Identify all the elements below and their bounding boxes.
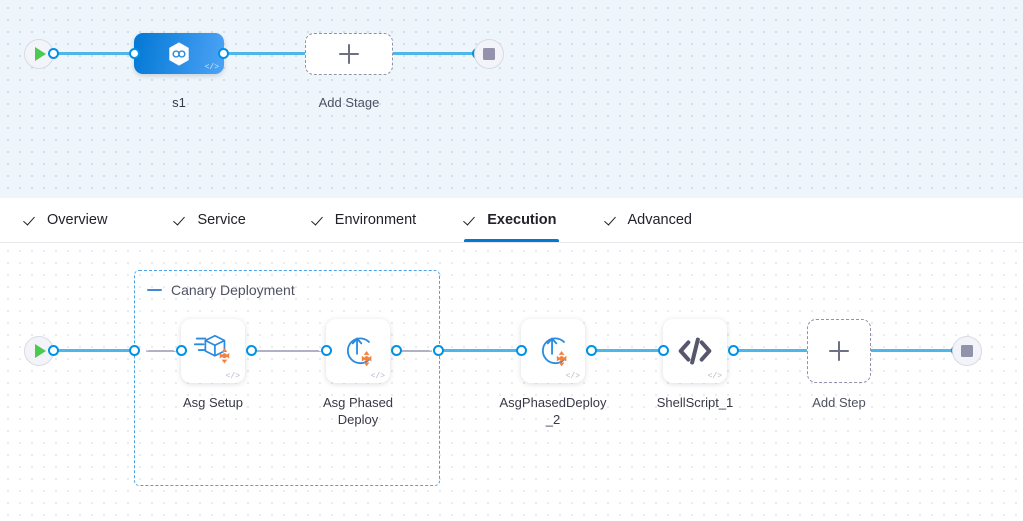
asg-phased-deploy-out-port[interactable]: [391, 345, 402, 356]
step-code-badge: </>: [707, 372, 722, 381]
tab-execution[interactable]: Execution: [456, 197, 566, 242]
step-label-asg-setup: Asg Setup: [183, 395, 243, 410]
shellscript-1-in-port[interactable]: [658, 345, 669, 356]
stop-icon: [961, 345, 973, 357]
tab-service[interactable]: Service: [166, 197, 255, 242]
step-node-asg-setup[interactable]: </>: [181, 319, 245, 383]
stage-label-s1: s1: [172, 95, 186, 110]
step-code-badge: </>: [565, 372, 580, 381]
step-node-shellscript-1[interactable]: </>: [663, 319, 727, 383]
asg-phased-deploy-icon: [541, 337, 567, 367]
tab-label: Execution: [487, 211, 557, 228]
step-code-badge: </>: [370, 372, 385, 381]
plus-icon: [829, 341, 849, 361]
group-header-canary-deployment: Canary Deployment: [147, 282, 295, 298]
asg-phased-deploy-2-in-port[interactable]: [516, 345, 527, 356]
step-label-asg-phased-deploy: Asg Phased Deploy: [322, 395, 394, 427]
check-icon: [607, 213, 620, 226]
group-title: Canary Deployment: [171, 282, 295, 298]
exec-link-start: [50, 349, 136, 352]
tab-label: Advanced: [627, 211, 693, 228]
group-in-port[interactable]: [129, 345, 140, 356]
tab-label: Environment: [334, 211, 417, 228]
add-step-label: Add Step: [812, 395, 866, 410]
step-code-badge: </>: [225, 372, 240, 381]
stage-link-start: [50, 52, 140, 55]
check-icon: [176, 213, 189, 226]
stage-code-badge: </>: [204, 63, 219, 72]
pipeline-end-node[interactable]: [474, 39, 504, 69]
exec-link-group-to-step3: [438, 349, 522, 352]
stage-link-s1-add: [218, 52, 308, 55]
tab-label: Overview: [47, 211, 108, 228]
add-step-button[interactable]: [807, 319, 871, 383]
step-label-asg-phased-deploy-2: AsgPhasedDeploy_2: [499, 395, 607, 427]
add-stage-button[interactable]: [305, 33, 393, 75]
exec-link-setup-to-phased: [252, 350, 321, 352]
tab-advanced[interactable]: Advanced: [597, 197, 703, 242]
execution-steps-canvas[interactable]: Canary Deployment: [0, 243, 1023, 521]
asg-setup-icon: [193, 334, 230, 364]
exec-link-add-to-end: [869, 349, 957, 352]
exec-link-phased-to-groupout: [398, 350, 432, 352]
plus-icon: [339, 44, 359, 64]
step-group-canary-deployment[interactable]: [134, 270, 440, 486]
check-icon: [314, 213, 327, 226]
code-brackets-icon: [678, 337, 712, 365]
asg-phased-deploy-icon: [346, 337, 372, 367]
step-node-asg-phased-deploy[interactable]: </>: [326, 319, 390, 383]
harness-hexagon-icon: [169, 41, 189, 66]
stage-config-tabs: Overview Service Environment Execution A…: [0, 198, 1023, 243]
stage-link-add-end: [390, 52, 480, 55]
stage-s1-in-port[interactable]: [129, 48, 140, 59]
stop-icon: [483, 48, 495, 60]
play-icon: [35, 47, 46, 61]
step-node-asg-phased-deploy-2[interactable]: </>: [521, 319, 585, 383]
start-port[interactable]: [48, 48, 59, 59]
exec-link-step3-to-shell: [586, 349, 664, 352]
check-icon: [466, 213, 479, 226]
step-label-shellscript-1: ShellScript_1: [656, 395, 734, 410]
check-icon: [26, 213, 39, 226]
tab-environment[interactable]: Environment: [304, 197, 426, 242]
asg-phased-deploy-in-port[interactable]: [321, 345, 332, 356]
stage-s1-out-port[interactable]: [218, 48, 229, 59]
asg-setup-in-port[interactable]: [176, 345, 187, 356]
tab-label: Service: [197, 211, 246, 228]
pipeline-stages-canvas[interactable]: </> s1 Add Stage: [0, 0, 1023, 198]
exec-link-in-group-1: [146, 350, 176, 352]
minus-icon[interactable]: [147, 288, 162, 292]
execution-start-port[interactable]: [48, 345, 59, 356]
asg-phased-deploy-2-out-port[interactable]: [586, 345, 597, 356]
shellscript-1-out-port[interactable]: [728, 345, 739, 356]
add-stage-label: Add Stage: [318, 95, 380, 110]
play-icon: [35, 344, 46, 358]
group-out-port[interactable]: [433, 345, 444, 356]
execution-end-node[interactable]: [952, 336, 982, 366]
exec-link-shell-to-add: [728, 349, 810, 352]
stage-node-s1[interactable]: </>: [134, 33, 224, 74]
tab-overview[interactable]: Overview: [16, 197, 117, 242]
asg-setup-out-port[interactable]: [246, 345, 257, 356]
